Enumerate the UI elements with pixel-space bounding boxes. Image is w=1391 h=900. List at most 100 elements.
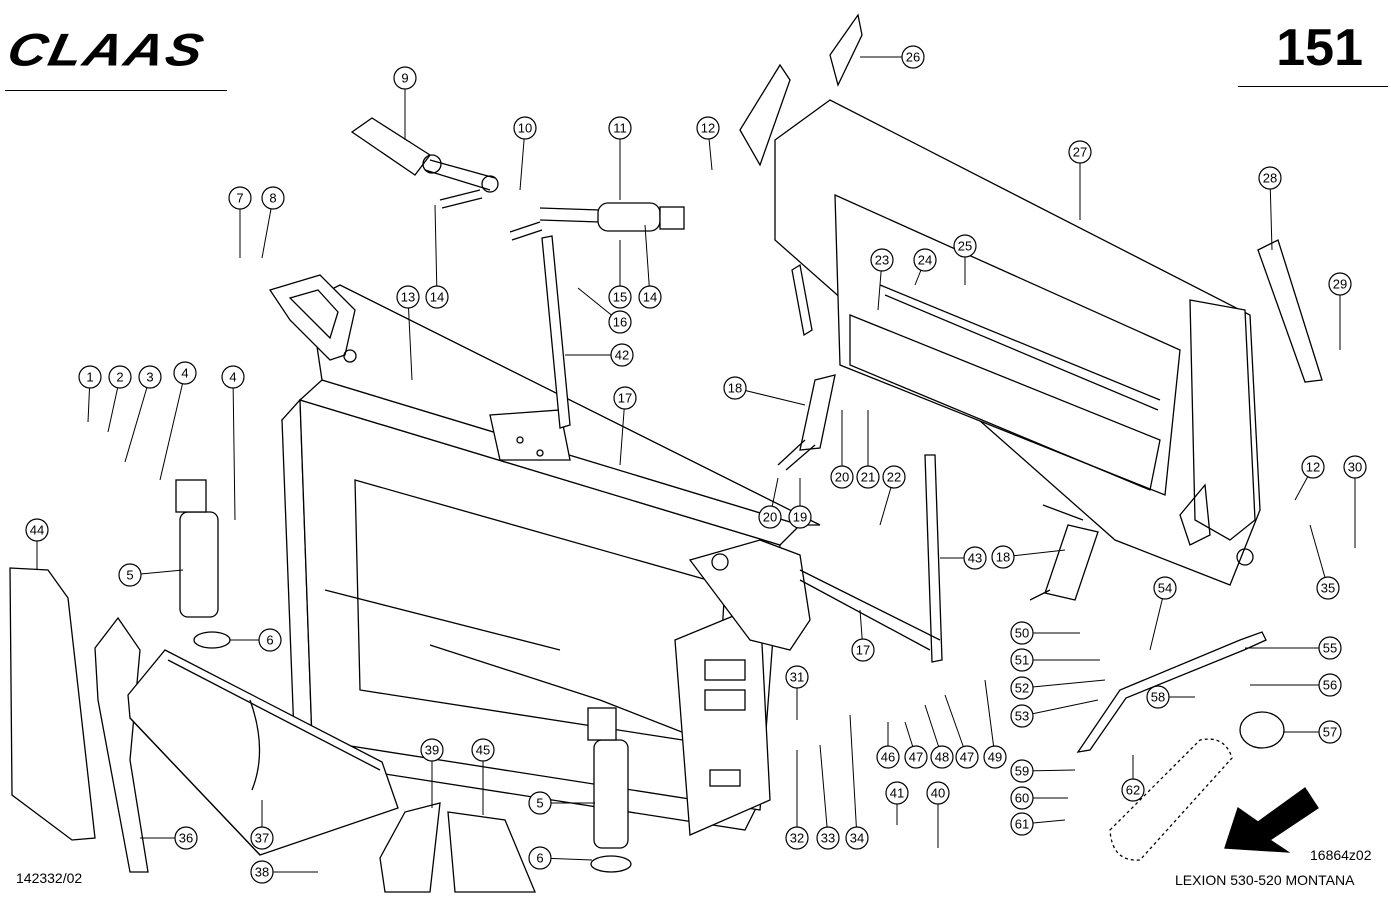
callout-19: 19 [788, 478, 812, 529]
callout-25: 25 [953, 234, 977, 285]
callout-number: 12 [1306, 460, 1320, 475]
callout-number: 10 [518, 121, 532, 136]
callout-circle [955, 745, 979, 769]
callout-6: 6 [230, 628, 282, 652]
callout-number: 45 [476, 743, 490, 758]
callout-circle [173, 361, 197, 385]
leader-line [1021, 699, 1099, 717]
callout-60: 60 [1010, 786, 1068, 810]
callout-circle [953, 234, 977, 258]
callout-number: 59 [1015, 764, 1029, 779]
callout-number: 14 [643, 290, 657, 305]
header-rule-right [1238, 86, 1388, 87]
leader-line [232, 376, 236, 521]
callout-33: 33 [816, 744, 840, 850]
callout-17: 17 [613, 386, 637, 466]
callout-circle [1010, 786, 1034, 810]
callout-13: 13 [396, 285, 420, 381]
callout-circle [851, 638, 875, 662]
strip-43 [924, 454, 943, 663]
callout-number: 11 [613, 121, 627, 136]
callout-circle [1010, 812, 1034, 836]
callout-number: 19 [793, 510, 807, 525]
callout-number: 17 [618, 391, 632, 406]
callout-5: 5 [528, 791, 595, 815]
callout-10: 10 [513, 116, 537, 191]
callout-15: 15 [608, 240, 632, 309]
callout-circle [261, 186, 285, 210]
callout-number: 17 [856, 643, 870, 658]
callout-circle [696, 116, 720, 140]
callout-number: 7 [236, 191, 243, 206]
callout-circle [1068, 140, 1092, 164]
callout-26: 26 [860, 45, 925, 69]
callout-circle [723, 376, 747, 400]
callout-23: 23 [870, 248, 894, 311]
callout-circle [901, 45, 925, 69]
callout-21: 21 [856, 410, 880, 489]
callout-circle [904, 745, 928, 769]
callout-17: 17 [851, 609, 875, 662]
upper-panel [739, 13, 1261, 586]
callout-52: 52 [1010, 676, 1106, 700]
callout-number: 58 [1151, 690, 1165, 705]
callout-number: 34 [850, 831, 864, 846]
callout-47: 47 [944, 694, 979, 769]
leader-line [819, 744, 829, 839]
callout-circle [830, 465, 854, 489]
callout-number: 27 [1073, 145, 1087, 160]
callout-circle [1010, 676, 1034, 700]
callout-number: 1 [86, 370, 93, 385]
callout-number: 8 [269, 191, 276, 206]
callout-41: 41 [885, 781, 909, 825]
callout-40: 40 [926, 781, 950, 848]
doc-code: 142332/02 [16, 870, 83, 886]
callout-circle [138, 365, 162, 389]
callout-54: 54 [1149, 576, 1177, 651]
callout-35: 35 [1309, 524, 1340, 600]
callout-number: 40 [931, 786, 945, 801]
callout-2: 2 [107, 365, 132, 433]
callout-number: 14 [430, 290, 444, 305]
callout-number: 5 [126, 568, 133, 583]
callout-36: 36 [140, 826, 198, 850]
callout-number: 6 [536, 851, 543, 866]
callout-circle [788, 505, 812, 529]
callout-62: 62 [1121, 755, 1145, 802]
page-number: 151 [1276, 19, 1363, 77]
callout-circle [25, 518, 49, 542]
callout-circle [108, 365, 132, 389]
callout-circle [258, 628, 282, 652]
cylinder-18-upper [777, 374, 836, 471]
callout-circle [1318, 673, 1342, 697]
callout-number: 52 [1015, 681, 1029, 696]
callout-number: 33 [821, 831, 835, 846]
callout-circle [983, 745, 1007, 769]
callout-number: 23 [875, 253, 889, 268]
leader-line [1021, 679, 1106, 689]
leader-line [124, 376, 151, 463]
callout-circle [513, 116, 537, 140]
callout-number: 4 [229, 370, 236, 385]
leader-line [984, 679, 996, 758]
bracket-45 [447, 811, 536, 893]
callout-circle [608, 310, 632, 334]
callout-number: 53 [1015, 709, 1029, 724]
callout-43: 43 [940, 546, 987, 570]
callout-circle [1010, 704, 1034, 728]
callout-47: 47 [904, 721, 928, 769]
callout-circle [250, 860, 274, 884]
callout-59: 59 [1010, 759, 1076, 783]
hose-clamp-57 [1239, 711, 1285, 749]
callout-number: 37 [255, 831, 269, 846]
callout-number: 4 [181, 366, 188, 381]
callout-number: 3 [146, 370, 153, 385]
callout-circle [528, 791, 552, 815]
callout-1: 1 [78, 365, 102, 423]
callout-31: 31 [785, 665, 809, 720]
callout-6: 6 [528, 846, 593, 870]
callout-number: 18 [728, 381, 742, 396]
callout-circle [420, 738, 444, 762]
callout-18: 18 [991, 545, 1066, 569]
